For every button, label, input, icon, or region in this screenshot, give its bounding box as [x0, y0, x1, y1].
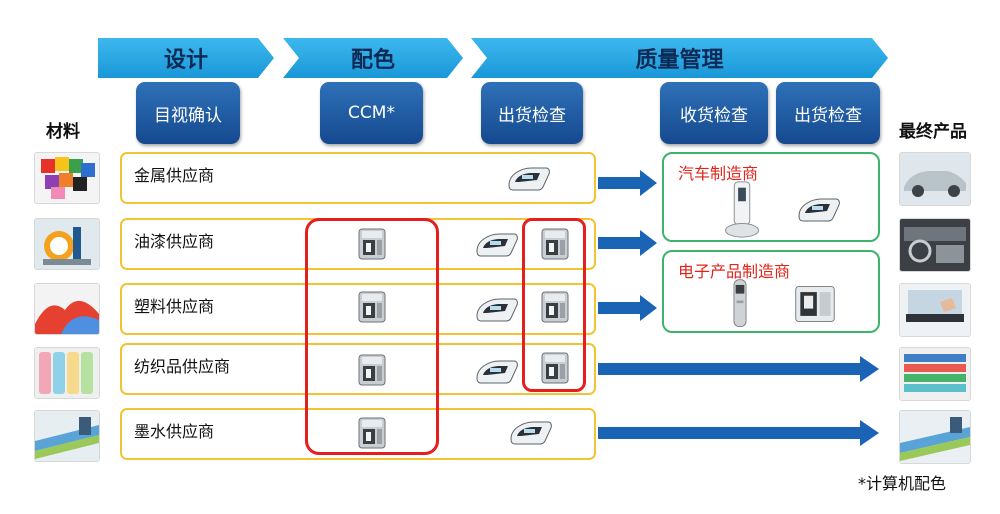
material-ink-image	[34, 410, 100, 462]
arrow-right-icon	[598, 170, 657, 196]
material-metal-image	[34, 152, 100, 204]
portable-spectrophotometer-icon	[474, 294, 520, 324]
benchtop-spectrophotometer-icon	[352, 289, 392, 325]
stage-quality-management: 质量管理	[471, 38, 888, 78]
materials-title: 材料	[46, 122, 80, 142]
portable-spectrophotometer-icon	[508, 417, 554, 447]
manufacturer-label-automotive: 汽车制造商	[678, 164, 759, 183]
benchtop-spectrophotometer-icon	[535, 289, 575, 325]
process-visual-check: 目视确认	[136, 82, 240, 144]
supplier-row-textile: 纺织品供应商	[120, 343, 596, 395]
product-printed-matter-image	[899, 410, 971, 464]
arrow-right-icon	[598, 230, 657, 256]
product-car-image	[899, 152, 971, 206]
process-ccm: CCM*	[320, 82, 423, 144]
stage-design-label: 设计	[163, 48, 208, 73]
process-shipping-inspection-supplier: 出货检查	[481, 82, 583, 144]
portable-spectrophotometer-icon	[474, 356, 520, 386]
benchtop-spectrophotometer-icon	[535, 350, 575, 386]
stage-color-matching-label: 配色	[350, 48, 395, 73]
process-ccm-label: CCM*	[348, 103, 395, 123]
arrow-right-icon	[598, 295, 657, 321]
manufacturer-box-automotive: 汽车制造商	[662, 152, 880, 242]
product-textiles-image	[899, 347, 971, 401]
supplier-row-plastic: 塑料供应商	[120, 283, 596, 335]
process-receiving-inspection-label: 收货检查	[680, 105, 748, 126]
handheld-colorimeter-icon	[726, 278, 754, 330]
ccm-highlight-box	[305, 218, 439, 455]
final-products-title: 最终产品	[899, 122, 967, 142]
process-receiving-inspection: 收货检查	[660, 82, 768, 144]
desktop-spectrophotometer-icon	[792, 282, 838, 326]
process-shipping-inspection-manufacturer: 出货检查	[776, 82, 880, 144]
product-car-interior-image	[899, 218, 971, 272]
material-textile-image	[34, 347, 100, 399]
supplier-label-textile: 纺织品供应商	[134, 357, 231, 376]
portable-spectrophotometer-icon	[474, 229, 520, 259]
supplier-label-metal: 金属供应商	[134, 166, 215, 185]
tower-spectrophotometer-icon	[722, 178, 762, 240]
stage-design: 设计	[98, 38, 274, 78]
material-paint-image	[34, 218, 100, 270]
product-electronics-image	[899, 283, 971, 337]
supplier-label-paint: 油漆供应商	[134, 232, 215, 251]
supplier-label-ink: 墨水供应商	[134, 422, 215, 441]
material-plastic-image	[34, 283, 100, 335]
benchtop-spectrophotometer-icon	[352, 226, 392, 262]
process-visual-check-label: 目视确认	[154, 105, 222, 126]
supplier-label-plastic: 塑料供应商	[134, 297, 215, 316]
portable-spectrophotometer-icon	[506, 163, 552, 193]
manufacturer-label-electronics: 电子产品制造商	[678, 262, 791, 281]
arrow-right-long-icon	[598, 420, 879, 446]
inspection-highlight-box	[522, 218, 586, 392]
stage-quality-management-label: 质量管理	[635, 48, 724, 73]
manufacturer-box-electronics: 电子产品制造商	[662, 250, 880, 333]
benchtop-spectrophotometer-icon	[352, 415, 392, 451]
stage-color-matching: 配色	[283, 38, 463, 78]
footnote: *计算机配色	[858, 474, 947, 493]
arrow-right-long-icon	[598, 356, 879, 382]
benchtop-spectrophotometer-icon	[535, 226, 575, 262]
portable-spectrophotometer-icon	[796, 194, 842, 224]
process-shipping-inspection-supplier-label: 出货检查	[498, 105, 566, 126]
process-shipping-inspection-manufacturer-label: 出货检查	[794, 105, 862, 126]
benchtop-spectrophotometer-icon	[352, 352, 392, 388]
